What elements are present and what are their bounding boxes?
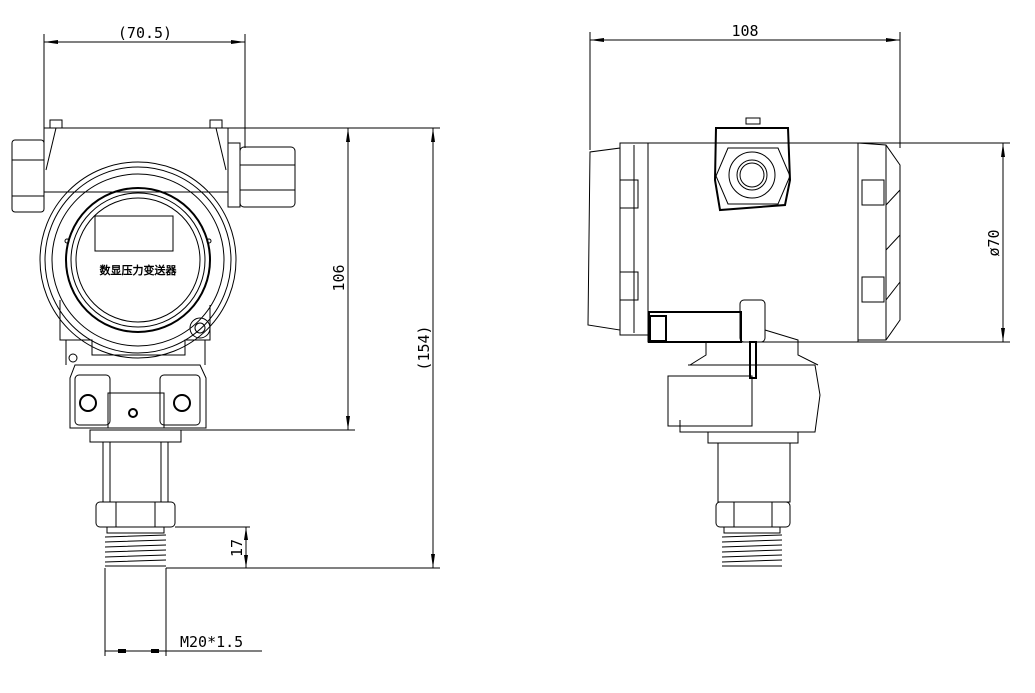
front-view: (70.5) 数显压力变送器 xyxy=(11,24,440,656)
thread-side xyxy=(721,526,783,567)
dimension-label-thread: M20*1.5 xyxy=(180,633,243,651)
dimension-width-side: 108 xyxy=(589,22,901,150)
dimension-label-108: 108 xyxy=(731,22,758,40)
dimension-label-diameter: ø70 xyxy=(985,229,1003,256)
side-view: 108 xyxy=(587,22,1010,567)
dimension-overall-height: (154) xyxy=(166,127,440,569)
dimension-label-17: 17 xyxy=(228,539,246,557)
dimension-label-width: (70.5) xyxy=(118,24,172,42)
dimension-width-front: (70.5) xyxy=(43,24,246,148)
dimension-label-154: (154) xyxy=(415,325,433,370)
thread-front xyxy=(104,526,167,567)
dimension-housing-height: 106 xyxy=(180,127,355,431)
dimension-label-106: 106 xyxy=(330,264,348,291)
display-label: 数显压力变送器 xyxy=(100,263,178,277)
lcd-display xyxy=(94,215,174,252)
dimension-diameter: ø70 xyxy=(858,142,1010,343)
dimension-thread-length: 17 xyxy=(175,526,250,568)
dimension-thread-spec: M20*1.5 xyxy=(104,568,262,656)
